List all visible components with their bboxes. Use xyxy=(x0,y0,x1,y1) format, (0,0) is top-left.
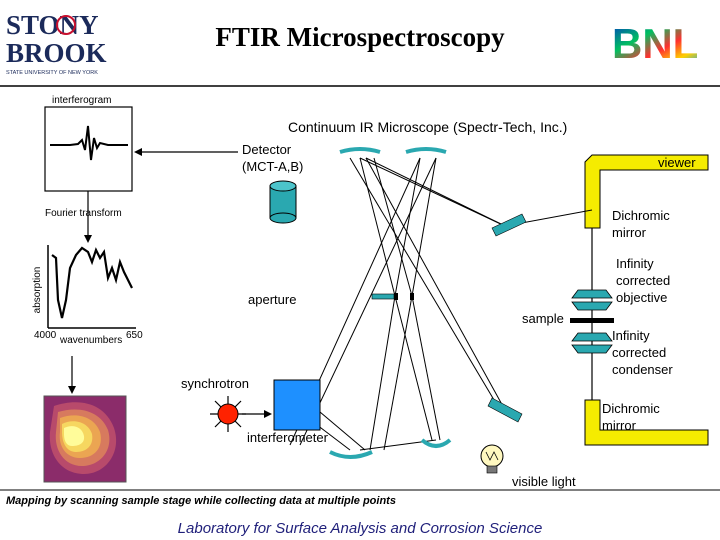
interferogram-box xyxy=(44,106,133,192)
logo-left-o-mark xyxy=(56,15,76,35)
arrow-head-interferogram xyxy=(134,148,142,156)
bnl-logo: BNL xyxy=(610,16,720,67)
detector-label-line2: (MCT-A,B) xyxy=(242,159,303,174)
condenser-label-line3: condenser xyxy=(612,362,673,377)
objective-label-line2: corrected xyxy=(616,273,670,288)
sample-stage xyxy=(570,318,614,323)
objective-label-line1: Infinity xyxy=(616,256,654,271)
bottom-right-mirror xyxy=(420,438,452,448)
dichromic-bottom-label-line1: Dichromic xyxy=(602,401,660,416)
logo-left-line3: STATE UNIVERSITY OF NEW YORK xyxy=(6,70,98,76)
top-left-mirror xyxy=(339,147,381,154)
logo-left-line1: STONY xyxy=(6,10,99,40)
aperture-icon xyxy=(371,293,414,300)
arrow-head-map xyxy=(68,386,76,394)
fourier-transform-label: Fourier transform xyxy=(45,208,122,219)
light-bulb-icon xyxy=(480,444,504,474)
visible-light-path xyxy=(584,154,709,446)
footer-lab-name: Laboratory for Surface Analysis and Corr… xyxy=(177,520,543,537)
interferometer-box xyxy=(273,379,321,431)
dichromic-top-label-line2: mirror xyxy=(612,225,647,240)
sample-label: sample xyxy=(522,311,564,326)
dichromic-top-label-line1: Dichromic xyxy=(612,208,670,223)
axis-left-tick: 4000 xyxy=(34,330,57,341)
visible-light-label: visible light xyxy=(512,474,576,489)
detector-icon xyxy=(269,180,297,224)
axis-right-tick: 650 xyxy=(126,330,143,341)
objective-lens xyxy=(571,289,613,299)
dichromic-top-mirror xyxy=(491,213,527,237)
condenser-label-line1: Infinity xyxy=(612,328,650,343)
wavenumbers-label: wavenumbers xyxy=(59,335,122,346)
condenser-lens xyxy=(571,332,613,342)
arrow-head-interferometer xyxy=(264,410,272,418)
bnl-logo-text: BNL xyxy=(612,20,698,66)
interferogram-trace xyxy=(50,125,128,161)
beam-paths xyxy=(289,157,593,451)
absorption-label: absorption xyxy=(32,267,43,314)
aperture-label: aperture xyxy=(248,292,296,307)
synchrotron-label: synchrotron xyxy=(181,376,249,391)
chemical-map xyxy=(43,395,127,483)
top-right-mirror xyxy=(405,147,447,154)
microscope-title: Continuum IR Microscope (Spectr-Tech, In… xyxy=(288,119,567,135)
spectrum-trace xyxy=(51,246,133,319)
logo-left-line2: BROOK xyxy=(6,38,107,68)
objective-lens-lower xyxy=(571,301,613,311)
arrow-head-spectrum xyxy=(84,235,92,243)
synchrotron-icon xyxy=(210,396,246,432)
condenser-lens-lower xyxy=(571,344,613,354)
dichromic-bottom-mirror xyxy=(487,397,523,423)
dichromic-bottom-label-line2: mirror xyxy=(602,418,637,433)
interferogram-label: interferogram xyxy=(52,95,111,106)
page-title: FTIR Microspectroscopy xyxy=(215,22,505,52)
bottom-left-mirror xyxy=(329,450,373,459)
stony-brook-logo: STONY BROOK STATE UNIVERSITY OF NEW YORK xyxy=(4,8,116,76)
detector-label-line1: Detector xyxy=(242,142,292,157)
interferometer-label: interferometer xyxy=(247,430,329,445)
objective-label-line3: objective xyxy=(616,290,667,305)
condenser-label-line2: corrected xyxy=(612,345,666,360)
footer-caption: Mapping by scanning sample stage while c… xyxy=(6,495,396,507)
viewer-label: viewer xyxy=(658,155,696,170)
